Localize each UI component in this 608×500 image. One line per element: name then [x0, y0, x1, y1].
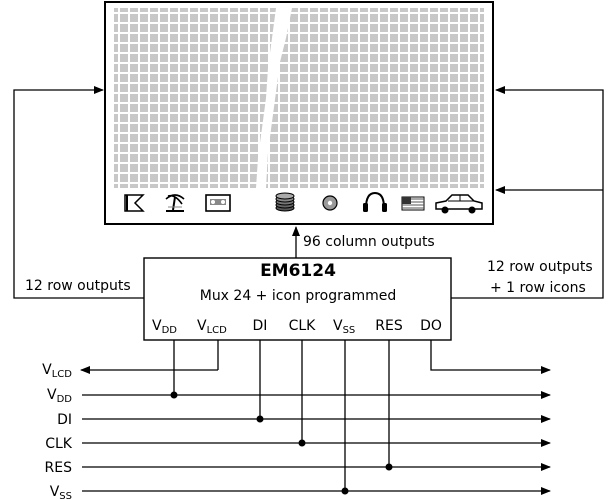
junction-di	[256, 415, 264, 423]
left-row-outputs-label: 12 row outputs	[25, 278, 131, 294]
car-icon	[435, 194, 483, 214]
pin-do: DO	[420, 318, 442, 334]
junction-res	[385, 463, 393, 471]
pin-vss: VSS	[333, 318, 355, 336]
flag-icon	[124, 194, 145, 212]
pin-res: RES	[375, 318, 403, 334]
bus-label-vss: VSS	[50, 484, 72, 500]
headphones-icon	[363, 191, 387, 212]
signal-bus: VLCD VDD DI CLK RES VSS	[42, 362, 551, 500]
lcd-pixel-matrix	[114, 8, 484, 188]
right-row-outputs-label-1: 12 row outputs	[487, 259, 593, 275]
right-row-outputs-label-2: + 1 row icons	[490, 280, 586, 296]
compact-disc-icon	[322, 195, 338, 211]
lcd-tear	[256, 8, 292, 188]
chip-subtitle: Mux 24 + icon programmed	[200, 288, 397, 304]
cassette-icon	[205, 194, 231, 212]
pin-connections	[173, 340, 551, 491]
left-row-outputs-connection: 12 row outputs	[13, 86, 144, 299]
bus-label-clk: CLK	[45, 436, 73, 452]
column-outputs-connection: 96 column outputs	[292, 226, 435, 258]
pin-di: DI	[253, 318, 268, 334]
bus-label-di: DI	[57, 412, 72, 428]
bus-label-vlcd: VLCD	[42, 362, 72, 380]
right-row-outputs-connection: 12 row outputs + 1 row icons	[451, 86, 604, 299]
lcd-display	[104, 1, 494, 225]
pin-clk: CLK	[289, 318, 317, 334]
disk-stack-icon	[275, 192, 295, 212]
em6124-chip: EM6124 Mux 24 + icon programmed VDD VLCD…	[143, 257, 452, 341]
us-flag-icon	[401, 196, 425, 211]
palm-tree-icon	[165, 194, 185, 212]
pin-vdd: VDD	[152, 318, 177, 336]
pin-vlcd: VLCD	[197, 318, 227, 336]
junction-clk	[298, 439, 306, 447]
chip-name: EM6124	[260, 261, 336, 281]
junction-vdd	[170, 391, 178, 399]
bus-label-vdd: VDD	[47, 387, 72, 405]
column-outputs-label: 96 column outputs	[303, 234, 435, 250]
bus-label-res: RES	[45, 460, 73, 476]
junction-vss	[341, 487, 349, 495]
